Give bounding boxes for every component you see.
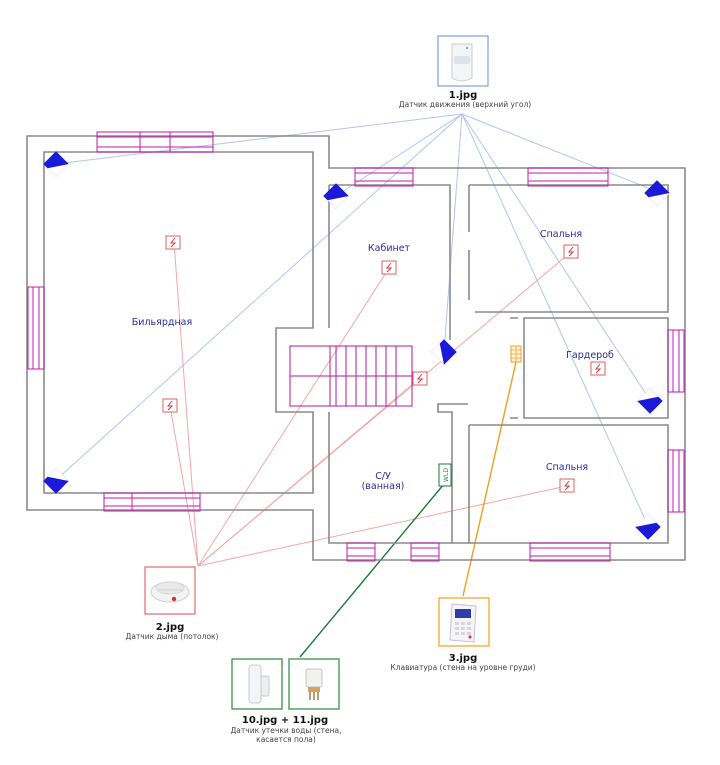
leak-sensor-marker: WLD bbox=[438, 463, 452, 487]
smoke-detector-file: 2.jpg bbox=[156, 622, 185, 633]
motion-marker bbox=[635, 514, 661, 540]
motion-marker bbox=[644, 180, 670, 206]
keypad-card: 3.jpg Клавиатура (стена на уровне груди) bbox=[390, 597, 536, 672]
svg-text:WLD: WLD bbox=[443, 468, 450, 482]
water-leak-probe-icon bbox=[305, 668, 323, 700]
keypad-marker bbox=[510, 345, 522, 363]
leak-sensor-caption-line1: Датчик утечки воды (стена, bbox=[230, 726, 341, 735]
smoke-detector-card: 2.jpg Датчик дыма (потолок) bbox=[125, 566, 219, 641]
room-label-billiard: Бильярдная bbox=[132, 317, 192, 328]
leak-connection-line bbox=[299, 483, 445, 658]
motion-detector-card: 1.jpg Датчик движения (верхний угол) bbox=[399, 35, 532, 109]
leak-sensor-card: 10.jpg + 11.jpg Датчик утечки воды (стен… bbox=[230, 658, 342, 744]
windows bbox=[27, 131, 685, 562]
staircase bbox=[289, 345, 413, 407]
smoke-detector-caption: Датчик дыма (потолок) bbox=[125, 632, 218, 641]
keypad-caption: Клавиатура (стена на уровне груди) bbox=[390, 663, 535, 672]
smoke-connection-lines bbox=[169, 241, 572, 567]
smoke-marker bbox=[165, 235, 181, 250]
keypad-icon bbox=[449, 603, 477, 643]
smoke-marker bbox=[559, 478, 575, 493]
smoke-marker bbox=[381, 260, 397, 275]
keypad-file: 3.jpg bbox=[449, 653, 478, 664]
motion-marker bbox=[323, 183, 349, 209]
motion-marker bbox=[43, 468, 69, 494]
room-label-bedroom-2: Спальня bbox=[546, 462, 588, 473]
room-label-bathroom-sub: (ванная) bbox=[362, 481, 405, 492]
motion-detector-icon bbox=[451, 43, 473, 82]
keypad-connection-line bbox=[462, 361, 517, 597]
smoke-marker bbox=[590, 361, 606, 376]
leak-sensor-file: 10.jpg + 11.jpg bbox=[242, 715, 328, 726]
room-label-cabinet: Кабинет bbox=[368, 243, 411, 254]
room-label-bedroom-1: Спальня bbox=[540, 229, 582, 240]
smoke-detector-icon bbox=[150, 581, 190, 603]
smoke-marker bbox=[563, 244, 579, 259]
smoke-marker bbox=[412, 371, 428, 386]
motion-connection-lines bbox=[55, 113, 659, 527]
smoke-marker bbox=[162, 398, 178, 413]
leak-sensor-caption-line2: касается пола) bbox=[256, 735, 316, 744]
water-leak-sensor-icon bbox=[248, 664, 270, 704]
room-label-bathroom: С/У bbox=[375, 471, 391, 482]
motion-marker bbox=[431, 339, 457, 365]
motion-detector-caption: Датчик движения (верхний угол) bbox=[399, 100, 532, 109]
motion-marker bbox=[637, 388, 663, 414]
motion-marker bbox=[43, 151, 69, 177]
room-label-wardrobe: Гардероб bbox=[566, 350, 614, 361]
motion-detector-file: 1.jpg bbox=[449, 90, 478, 101]
